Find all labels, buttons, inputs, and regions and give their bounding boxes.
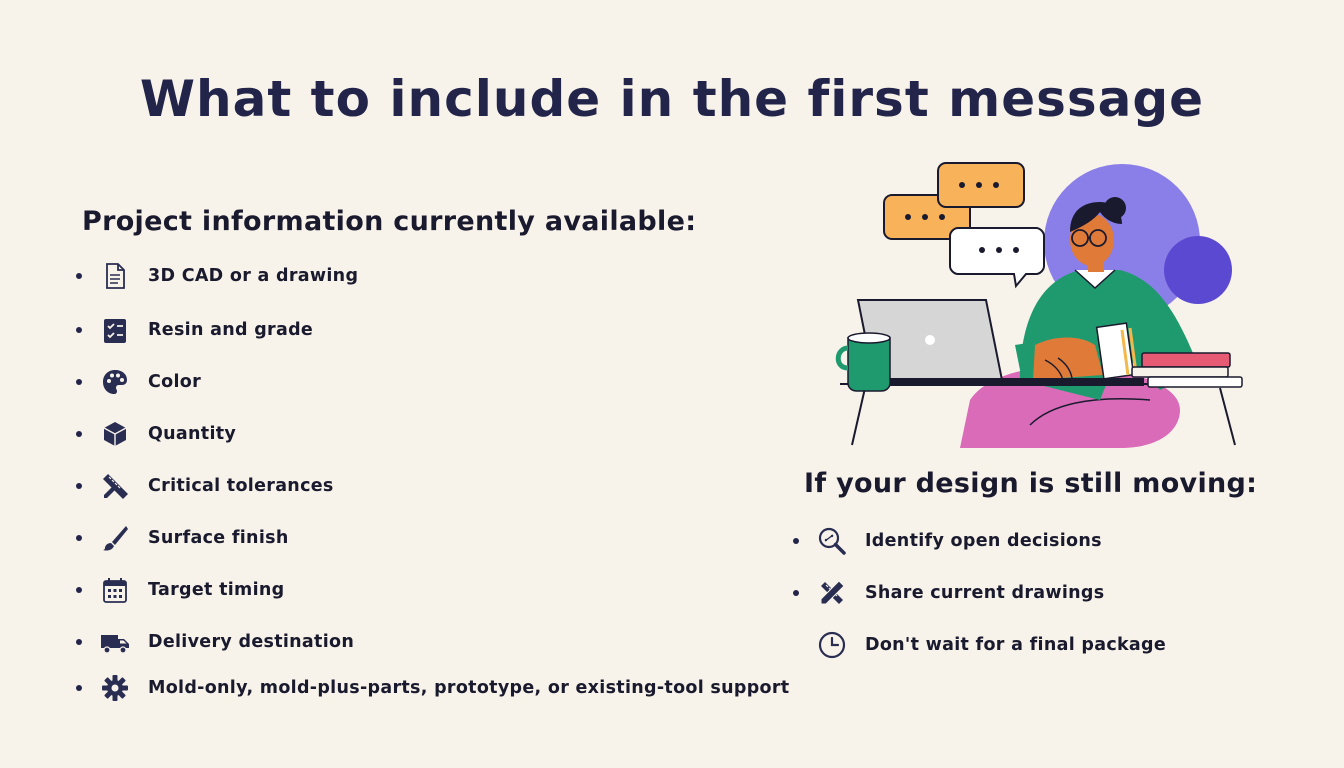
item-label: Color: [148, 372, 202, 392]
bullet: [76, 483, 82, 489]
bullet: [793, 538, 799, 544]
bullet: [76, 273, 82, 279]
bullet: [76, 327, 82, 333]
list-item: Identify open decisions: [793, 521, 1102, 561]
list-item: Color: [76, 362, 201, 402]
page-title: What to include in the first message: [139, 70, 1205, 128]
list-item: Delivery destination: [76, 622, 354, 662]
item-label: Delivery destination: [148, 632, 355, 652]
list-item: Surface finish: [76, 518, 289, 558]
item-label: Share current drawings: [865, 583, 1105, 603]
item-label: Don't wait for a final package: [865, 635, 1167, 655]
bullet: [76, 431, 82, 437]
list-item: 3D CAD or a drawing: [76, 256, 358, 296]
right-section-heading: If your design is still moving:: [804, 468, 1258, 499]
box-icon: [100, 419, 130, 449]
calendar-icon: [100, 575, 130, 605]
bullet: [76, 379, 82, 385]
illustration: [830, 160, 1250, 450]
bullet: [76, 535, 82, 541]
bullet: [76, 685, 82, 691]
item-label: Identify open decisions: [865, 531, 1102, 551]
item-label: Mold-only, mold-plus-parts, prototype, o…: [148, 678, 790, 698]
list-item: Share current drawings: [793, 573, 1104, 613]
list-item: Resin and grade: [76, 310, 313, 350]
document-icon: [100, 261, 130, 291]
clock-icon: [817, 630, 847, 660]
person-at-laptop-illustration: [835, 162, 1243, 448]
brush-icon: [100, 523, 130, 553]
gear-icon: [100, 673, 130, 703]
pencil-ruler-icon: [817, 578, 847, 608]
item-label: 3D CAD or a drawing: [148, 266, 359, 286]
magnifier-icon: [817, 526, 847, 556]
list-item: Target timing: [76, 570, 284, 610]
list-item: Mold-only, mold-plus-parts, prototype, o…: [76, 668, 789, 708]
list-item: Quantity: [76, 414, 236, 454]
item-label: Target timing: [148, 580, 285, 600]
left-section-heading: Project information currently available:: [82, 206, 697, 237]
item-label: Surface finish: [148, 528, 289, 548]
bullet: [76, 639, 82, 645]
bullet: [76, 587, 82, 593]
bullet: [793, 590, 799, 596]
item-label: Critical tolerances: [148, 476, 334, 496]
palette-icon: [100, 367, 130, 397]
list-item: Critical tolerances: [76, 466, 334, 506]
truck-icon: [100, 627, 130, 657]
checklist-icon: [100, 315, 130, 345]
ruler-pencil-icon: [100, 471, 130, 501]
item-label: Quantity: [148, 424, 237, 444]
list-item: Don't wait for a final package: [793, 625, 1166, 665]
item-label: Resin and grade: [148, 320, 314, 340]
